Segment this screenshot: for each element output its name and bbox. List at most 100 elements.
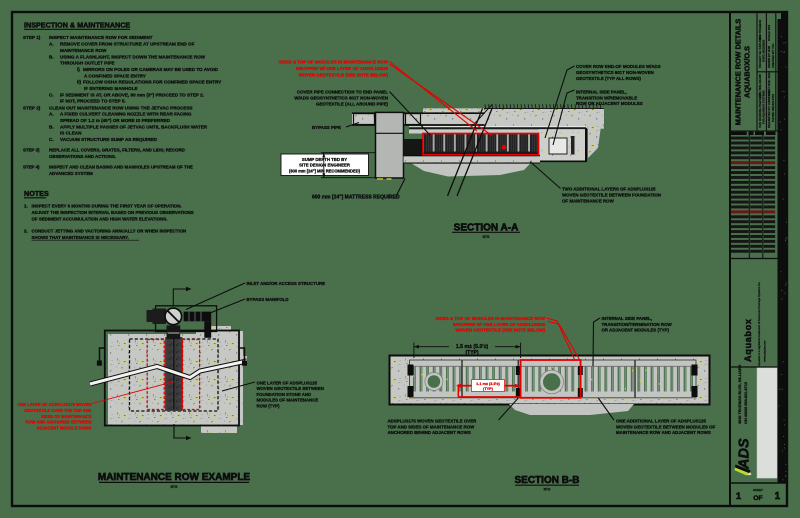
svg-text:BYPASS PIPE: BYPASS PIPE: [312, 125, 341, 130]
svg-text:WOVEN GEOTEXTILE BETWEEN FOUND: WOVEN GEOTEXTILE BETWEEN FOUNDATION: [562, 193, 661, 198]
svg-text:4640 TRUEMAN BLVD, HILLIARD: 4640 TRUEMAN BLVD, HILLIARD: [738, 364, 742, 424]
svg-text:SPREAD OF 1.2 m (45") OR MORE: SPREAD OF 1.2 m (45") OR MORE IS PREFERR…: [60, 118, 171, 123]
svg-text:TWO ADDITIONAL LAYERS OF ADSPL: TWO ADDITIONAL LAYERS OF ADSPLUS125: [562, 187, 656, 192]
svg-text:AQUABOX/O.S: AQUABOX/O.S: [743, 46, 752, 98]
svg-text:INSPECTION & MAINTENANCE: INSPECTION & MAINTENANCE: [24, 21, 130, 30]
svg-text:ii): ii): [77, 80, 82, 85]
svg-text:OF MAINTENANCE ROW: OF MAINTENANCE ROW: [562, 199, 615, 204]
svg-text:SITE DESIGN ENGINEER: SITE DESIGN ENGINEER: [299, 163, 351, 168]
svg-text:ADJUST THE INSPECTION INTERVAL: ADJUST THE INSPECTION INTERVAL BASED ON …: [32, 210, 194, 215]
svg-text:NTS: NTS: [483, 235, 491, 239]
svg-text:WOVEN GEOTEXTILE (SEE NOTE BEL: WOVEN GEOTEXTILE (SEE NOTE BELOW): [298, 73, 388, 78]
svg-text:COVER ROW END-OF MODULES W/ADS: COVER ROW END-OF MODULES W/ADS: [576, 64, 661, 69]
svg-text:SHEET SIZE: 11X17: SHEET SIZE: 11X17: [767, 71, 771, 96]
svg-text:4640 TRUEMAN: 4640 TRUEMAN: [758, 20, 762, 40]
svg-text:STEP 3): STEP 3): [23, 148, 40, 153]
svg-text:OF SEDIMENT ACCUMULATION AND H: OF SEDIMENT ACCUMULATION AND HIGH WATER …: [32, 216, 168, 221]
svg-text:MAINTENANCE ROW EXAMPLE: MAINTENANCE ROW EXAMPLE: [98, 472, 251, 483]
svg-text:SECTION A-A: SECTION A-A: [454, 223, 519, 234]
svg-text:USING A FLASHLIGHT, INSPECT DO: USING A FLASHLIGHT, INSPECT DOWN THE MAI…: [60, 54, 206, 59]
svg-text:WOVEN GEOTEXTILE BETWEEN: WOVEN GEOTEXTILE BETWEEN: [257, 386, 324, 391]
svg-text:1.: 1.: [24, 204, 28, 209]
svg-text:SIDES & TOP OF MODULES IN MAIN: SIDES & TOP OF MODULES IN MAINTENANCE RO…: [279, 60, 389, 65]
svg-text:ADS: ADS: [737, 438, 753, 470]
svg-text:ADSPLUS175 WOVEN GEOTEXTILE OV: ADSPLUS175 WOVEN GEOTEXTILE OVER: [388, 419, 478, 424]
svg-text:OR ADJACENT MODULES (TYP): OR ADJACENT MODULES (TYP): [602, 328, 670, 333]
svg-text:i): i): [77, 67, 80, 72]
svg-text:SUMP DEPTH TBD BY: SUMP DEPTH TBD BY: [302, 157, 347, 162]
svg-text:IF ENTERING MANHOLE: IF ENTERING MANHOLE: [84, 86, 138, 91]
svg-text:REMOVE COVER FROM STRUCTURE AT: REMOVE COVER FROM STRUCTURE AT UPSTREAM …: [60, 42, 195, 47]
svg-text:A.: A.: [49, 42, 54, 47]
svg-text:OBSERVATIONS AND ACTIONS.: OBSERVATIONS AND ACTIONS.: [49, 154, 116, 159]
svg-text:INTERNAL SIDE PANEL,: INTERNAL SIDE PANEL,: [576, 89, 627, 94]
svg-text:NTS: NTS: [544, 488, 552, 492]
svg-text:CHECKED BY: TJH: CHECKED BY: TJH: [771, 44, 775, 68]
svg-text:600 mm [24"] MATTRESS REQUIRED: 600 mm [24"] MATTRESS REQUIRED: [312, 195, 400, 201]
svg-text:(600 mm [24"] MIN RECOMMENDED): (600 mm [24"] MIN RECOMMENDED): [289, 169, 361, 174]
svg-text:INSPECT AND CLEAN BASINS AND M: INSPECT AND CLEAN BASINS AND MANHOLES UP…: [49, 165, 193, 170]
svg-text:NTS: NTS: [171, 485, 179, 489]
svg-text:GEOTEXTILE (TYP ALL ROWS): GEOTEXTILE (TYP ALL ROWS): [576, 76, 641, 81]
svg-text:THROUGH OUTLET PIPE: THROUGH OUTLET PIPE: [60, 61, 115, 66]
svg-text:MAINTENANCE ROW DETAILS: MAINTENANCE ROW DETAILS: [734, 19, 743, 126]
svg-text:OF: OF: [753, 495, 762, 502]
svg-text:2.: 2.: [24, 229, 28, 234]
svg-text:THIS DRAWING PREPARED: THIS DRAWING PREPARED: [758, 93, 762, 128]
svg-text:GEOTEXTILE OVER THE TOP AND: GEOTEXTILE OVER THE TOP AND: [24, 408, 91, 413]
svg-text:(TYP): (TYP): [465, 350, 478, 356]
svg-text:CLEAN OUT MAINTENANCE ROW USIN: CLEAN OUT MAINTENANCE ROW USING THE JETV…: [49, 105, 193, 110]
svg-text:WOVEN GEOTEXTILE (SEE NOTE BEL: WOVEN GEOTEXTILE (SEE NOTE BELOW): [455, 328, 545, 333]
svg-text:ROW AND ANCHORED BETWEEN: ROW AND ANCHORED BETWEEN: [25, 420, 91, 425]
svg-text:TOP AND SIDES OF MAINTENANCE R: TOP AND SIDES OF MAINTENANCE ROW: [388, 424, 476, 429]
svg-text:DRAWN BY: MJM: DRAWN BY: MJM: [767, 45, 771, 68]
svg-text:INSPECT EVERY 6 MONTHS DURING: INSPECT EVERY 6 MONTHS DURING THE FIRST …: [32, 204, 182, 209]
svg-text:MIRRORS ON POLES OR CAMERAS MA: MIRRORS ON POLES OR CAMERAS MAY BE USED …: [83, 67, 219, 72]
svg-text:A FIXED CULVERT CLEANING NOZZL: A FIXED CULVERT CLEANING NOZZLE WITH REA…: [60, 112, 192, 117]
svg-text:Aquabox is a registered tradem: Aquabox is a registered trademark of Adv…: [757, 281, 761, 366]
svg-text:FOR AQUABOX SYSTEMS: FOR AQUABOX SYSTEMS: [762, 90, 766, 124]
svg-text:FOUNDATION STONE AND: FOUNDATION STONE AND: [257, 392, 312, 397]
svg-text:STEP 2): STEP 2): [23, 105, 41, 110]
svg-text:INSPECT MAINTENANCE ROW FOR SE: INSPECT MAINTENANCE ROW FOR SEDIMENT: [49, 35, 153, 40]
svg-text:SIDES OF MAINTENANCE: SIDES OF MAINTENANCE: [41, 414, 92, 419]
svg-text:IF NOT, PROCEED TO STEP 5.: IF NOT, PROCEED TO STEP 5.: [60, 99, 126, 104]
svg-text:STEP 4): STEP 4): [23, 165, 40, 170]
svg-text:STEP 1): STEP 1): [23, 35, 41, 40]
svg-text:1: 1: [775, 491, 781, 502]
svg-text:REPLACE ALL COVERS, GRATES, FI: REPLACE ALL COVERS, GRATES, FILTERS, AND…: [49, 148, 185, 153]
svg-text:MODULES OF MAINTENANCE: MODULES OF MAINTENANCE: [257, 398, 319, 403]
svg-text:(TYP): (TYP): [483, 387, 494, 391]
svg-text:C.: C.: [49, 137, 54, 142]
svg-text:DWG 7001-110-065: DWG 7001-110-065: [758, 74, 762, 98]
svg-text:WOVEN GEOTEXTILE BETWEEN MODUL: WOVEN GEOTEXTILE BETWEEN MODULES OF: [616, 424, 716, 429]
svg-text:SECTION B-B: SECTION B-B: [515, 475, 580, 486]
svg-text:MAINTENANCE ROW AND ADJACENT R: MAINTENANCE ROW AND ADJACENT ROWS: [616, 430, 711, 435]
svg-text:TRANSITION/TERMINATION ROW: TRANSITION/TERMINATION ROW: [602, 322, 673, 327]
svg-text:REQUESTED BY: CONNOLLY: REQUESTED BY: CONNOLLY: [767, 90, 771, 128]
svg-text:OH 43026 800-821-6710: OH 43026 800-821-6710: [744, 382, 748, 424]
svg-text:ONE LAYER OF ADSPLUS175 WOVEN: ONE LAYER OF ADSPLUS175 WOVEN: [17, 402, 91, 407]
svg-text:A.: A.: [49, 112, 54, 117]
svg-text:www.adspipe.com: www.adspipe.com: [763, 340, 767, 362]
svg-text:Aquabox: Aquabox: [743, 318, 753, 362]
svg-text:A CONFINED SPACE ENTRY: A CONFINED SPACE ENTRY: [84, 73, 146, 78]
svg-text:IF SEDIMENT IS AT, OR ABOVE, 8: IF SEDIMENT IS AT, OR ABOVE, 80 mm (3") …: [60, 92, 204, 97]
svg-text:ONE LAYER OF ADSPLUS125: ONE LAYER OF ADSPLUS125: [257, 380, 318, 385]
svg-text:CONDUCT JETTING AND VACTORING: CONDUCT JETTING AND VACTORING ANNUALLY O…: [32, 229, 187, 234]
svg-text:PHONE: 800-821-6710: PHONE: 800-821-6710: [771, 94, 775, 122]
svg-text:IS CLEAN: IS CLEAN: [60, 131, 82, 136]
svg-text:ADVANCED SYSTEM: ADVANCED SYSTEM: [49, 171, 93, 176]
svg-text:WRAPPED W/ ONE LAYER OF ADSPLU: WRAPPED W/ ONE LAYER OF ADSPLUS625: [296, 66, 389, 71]
svg-text:GEOTEXTILE (ALL AROUND PIPE): GEOTEXTILE (ALL AROUND PIPE): [316, 102, 388, 107]
svg-text:ROW (TYP): ROW (TYP): [257, 404, 280, 409]
svg-text:B.: B.: [49, 124, 54, 129]
svg-text:WRAPPED W/ ONE LAYER OF ADSPLU: WRAPPED W/ ONE LAYER OF ADSPLUS625: [453, 322, 546, 327]
svg-text:MAINTENANCE ROW: MAINTENANCE ROW: [60, 48, 107, 53]
svg-text:INLET AND/OR ACCESS STRUCTURE: INLET AND/OR ACCESS STRUCTURE: [246, 281, 325, 286]
svg-text:W/ADS GEOSYNTHETICS 601T NON-W: W/ADS GEOSYNTHETICS 601T NON-WOVEN: [294, 96, 388, 101]
svg-text:ADJACENT MODULE ROWS: ADJACENT MODULE ROWS: [36, 426, 91, 431]
svg-text:B.: B.: [49, 54, 54, 59]
svg-text:1: 1: [736, 491, 742, 502]
svg-text:VACUUM STRUCTURE SUMP AS REQUI: VACUUM STRUCTURE SUMP AS REQUIRED: [60, 137, 158, 142]
